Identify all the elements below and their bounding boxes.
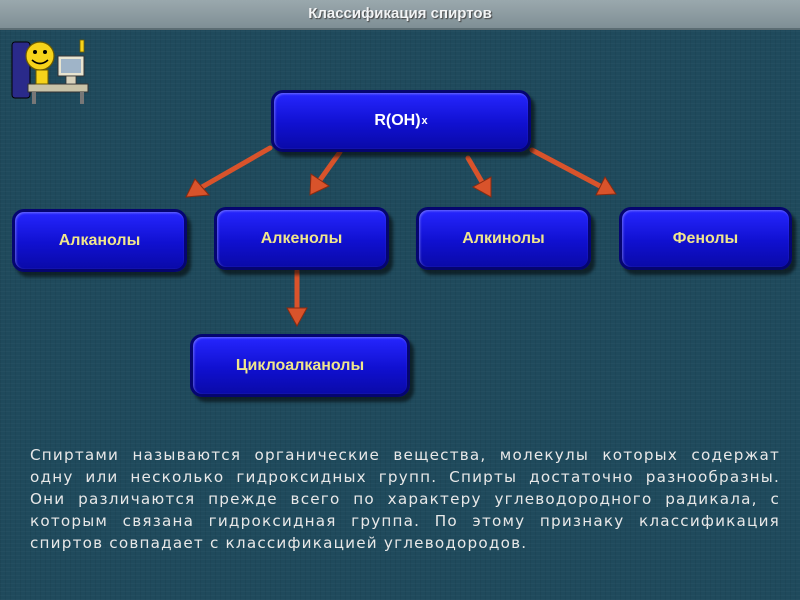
smiley-computer-icon	[11, 39, 89, 104]
slide-title: Классификация спиртов	[308, 5, 492, 22]
node-alkanols: Алканолы	[12, 209, 187, 272]
node-cycloalkanols: Циклоалканолы	[190, 334, 410, 397]
title-bar: Классификация спиртов	[0, 0, 800, 30]
node-alkenols-label: Алкенолы	[260, 229, 343, 247]
root-formula: R(OH)	[374, 112, 421, 129]
node-alkanols-label: Алканолы	[58, 231, 141, 249]
node-alkynols-label: Алкинолы	[462, 229, 545, 247]
node-alkenols: Алкенолы	[214, 207, 389, 270]
arrow-lines	[199, 145, 603, 313]
description-text: Спиртами называются органические веществ…	[30, 446, 780, 552]
node-root-formula: R(OH)x	[271, 90, 531, 152]
node-phenols: Фенолы	[619, 207, 792, 270]
node-phenols-label: Фенолы	[672, 229, 739, 247]
root-formula-subscript: x	[421, 115, 428, 127]
node-cycloalkanols-label: Циклоалканолы	[235, 356, 365, 374]
arrow-heads	[185, 173, 617, 328]
node-alkynols: Алкинолы	[416, 207, 591, 270]
